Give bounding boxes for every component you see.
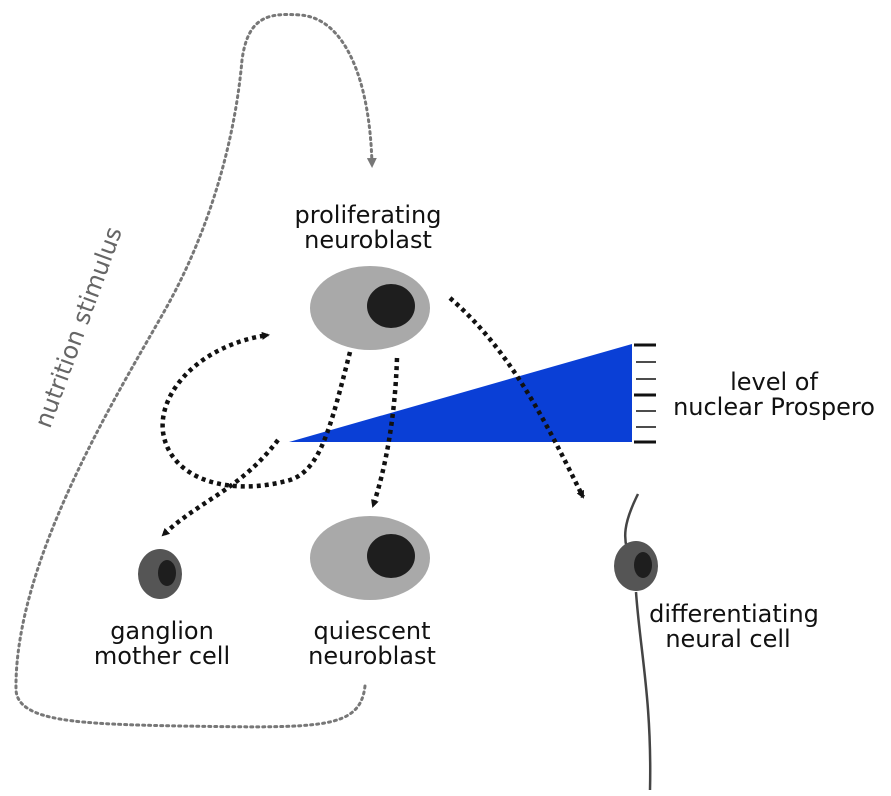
quiescent-neuroblast-cell (310, 516, 430, 600)
ganglion-mother-cell (138, 549, 182, 599)
nutrition-stimulus-arrow (14, 13, 377, 729)
ganglion-label-line1: ganglion (110, 617, 214, 645)
differentiating-label-line2: neural cell (665, 625, 790, 653)
proliferating-to-differentiating-arrow (448, 296, 586, 499)
prospero-label-line2: nuclear Prospero (673, 393, 875, 421)
proliferating-label-line1: proliferating (295, 201, 442, 229)
proliferating-label-line2: neuroblast (304, 226, 432, 254)
gmc-to-proliferating-arrow (160, 331, 353, 489)
prospero-label-line1: level of (730, 368, 818, 396)
differentiating-neural-cell (614, 493, 658, 791)
ganglion-label-line2: mother cell (94, 642, 230, 670)
prospero-level-wedge (289, 344, 632, 442)
quiescent-label-line1: quiescent (314, 617, 431, 645)
prospero-scale-ticks (634, 343, 656, 444)
proliferating-neuroblast-cell (310, 266, 430, 350)
differentiating-label-line1: differentiating (649, 600, 819, 628)
proliferating-to-quiescent-arrow (370, 357, 400, 508)
quiescent-label-line2: neuroblast (308, 642, 436, 670)
